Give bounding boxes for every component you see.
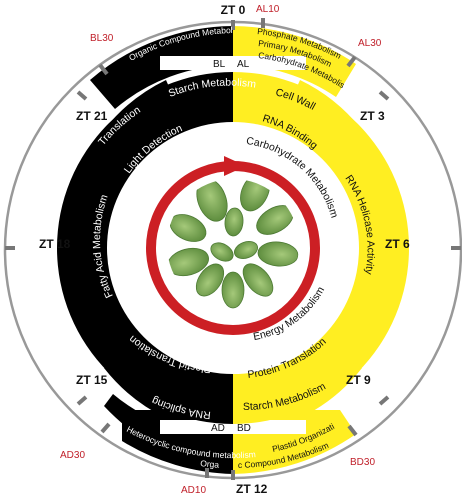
ad30-marker: AD30 — [60, 450, 85, 461]
day-ring — [233, 72, 409, 424]
al10-marker: AL10 — [256, 4, 280, 15]
zt0-label: ZT 0 — [221, 3, 246, 17]
night-ring — [57, 72, 233, 424]
day-shoulder-bottom — [292, 358, 362, 418]
divider-top — [160, 56, 306, 70]
phase-tick-marks — [5, 18, 461, 480]
zt6-label: ZT 6 — [385, 237, 410, 251]
zt12-label: ZT 12 — [236, 482, 268, 496]
night-shoulder-bottom — [104, 358, 174, 418]
term-organ-fragment: Orga — [200, 458, 220, 470]
clock-arrow-head — [224, 156, 246, 176]
plant-image — [167, 179, 299, 311]
zt3-label: ZT 3 — [360, 109, 385, 123]
day-shoulder-top — [292, 80, 362, 140]
ad10-marker: AD10 — [181, 485, 206, 496]
al30-marker: AL30 — [358, 38, 382, 49]
quadrant-bd-label: BD — [237, 423, 251, 434]
quadrant-al-label: AL — [237, 59, 250, 70]
bl30-marker: BL30 — [90, 33, 114, 44]
night-shoulder-top — [104, 80, 174, 140]
zt21-label: ZT 21 — [76, 109, 108, 123]
quadrant-ad-label: AD — [211, 423, 225, 434]
zt15-label: ZT 15 — [76, 373, 108, 387]
zt9-label: ZT 9 — [346, 373, 371, 387]
divider-bottom — [160, 420, 306, 434]
zt18-label: ZT 18 — [39, 237, 71, 251]
bd30-marker: BD30 — [350, 457, 375, 468]
quadrant-bl-label: BL — [213, 59, 226, 70]
